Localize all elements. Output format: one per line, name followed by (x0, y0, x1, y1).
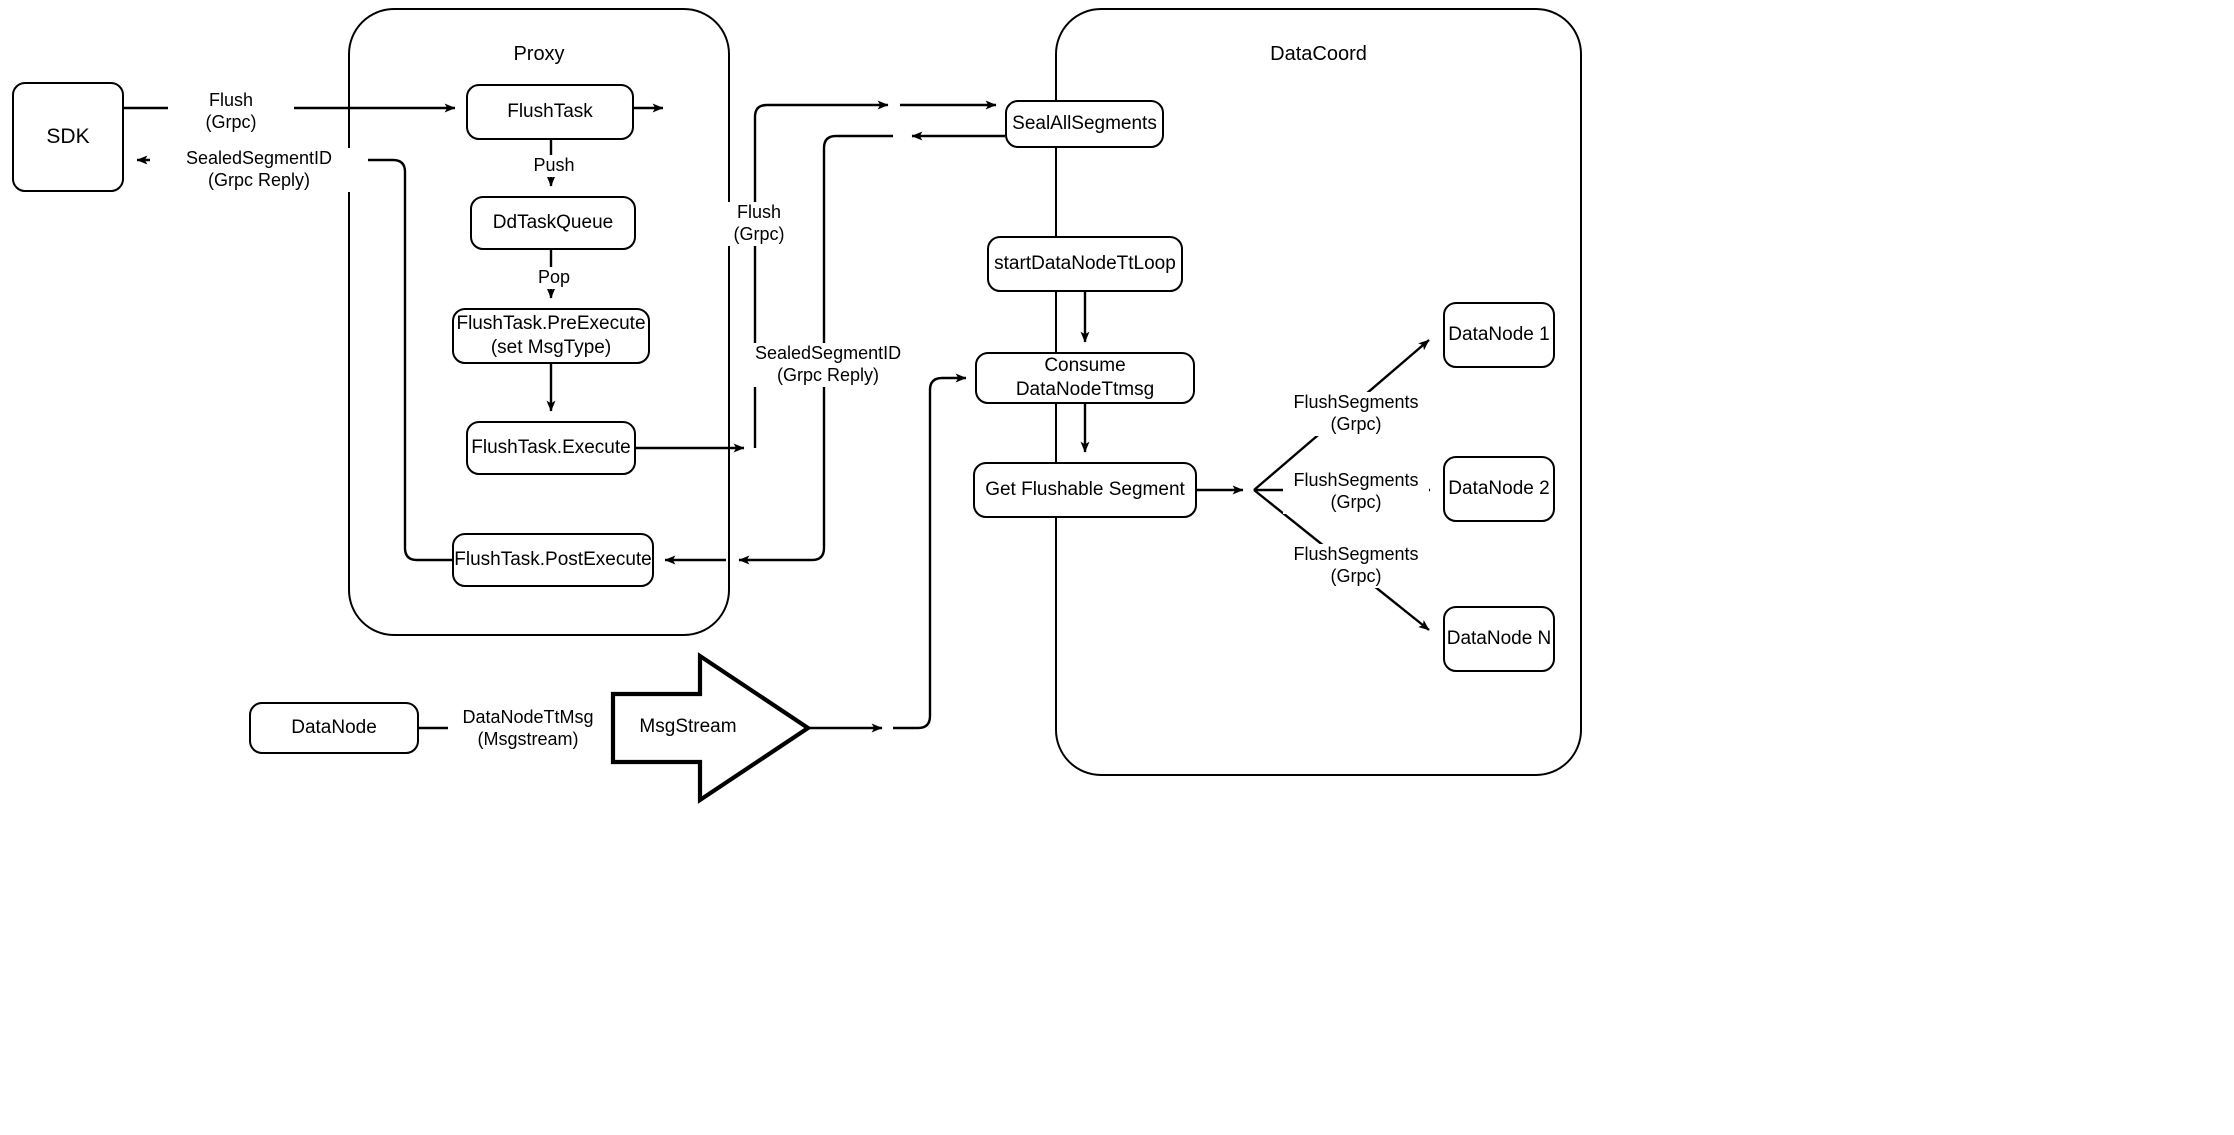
edge-label-datanodettmsg: DataNodeTtMsg (Msgstream) (448, 707, 608, 751)
edge-label-flushsegments-n: FlushSegments (Grpc) (1283, 544, 1429, 588)
node-datanode[interactable]: DataNode (249, 702, 419, 754)
node-flushtask-postexecute[interactable]: FlushTask.PostExecute (452, 533, 654, 587)
edge-label-sealedsegmentid-reply: SealedSegmentID (Grpc Reply) (150, 148, 368, 192)
node-sealallsegments[interactable]: SealAllSegments (1005, 100, 1164, 148)
container-proxy-title: Proxy (513, 43, 565, 65)
node-flushtask-execute[interactable]: FlushTask.Execute (466, 421, 636, 475)
edge-label-flushsegments-1: FlushSegments (Grpc) (1283, 392, 1429, 436)
msgstream-arrow-shape (610, 652, 812, 804)
node-consume-datanodettmsg[interactable]: Consume DataNodeTtmsg (975, 352, 1195, 404)
edge-flushgrpc-rail (753, 100, 889, 448)
node-datanode-2[interactable]: DataNode 2 (1443, 456, 1555, 522)
container-proxy (348, 8, 730, 636)
node-sdk[interactable]: SDK (12, 82, 124, 192)
node-datanode-n[interactable]: DataNode N (1443, 606, 1555, 672)
edge-postexecute-rail (349, 155, 452, 562)
node-datanode-1[interactable]: DataNode 1 (1443, 302, 1555, 368)
container-datacoord-title: DataCoord (1270, 43, 1367, 65)
edge-label-flushsegments-2: FlushSegments (Grpc) (1283, 470, 1429, 514)
node-flushtask[interactable]: FlushTask (466, 84, 634, 140)
edge-label-pop: Pop (506, 267, 602, 289)
edge-coord-consume (893, 373, 967, 730)
node-startdatanodettloop[interactable]: startDataNodeTtLoop (987, 236, 1183, 292)
node-flushtask-preexecute[interactable]: FlushTask.PreExecute (set MsgType) (452, 308, 650, 364)
edge-label-proxy-flush-grpc: Flush (Grpc) (706, 202, 812, 246)
node-msgstream-label[interactable]: MsgStream (639, 716, 737, 737)
node-get-flushable-segment[interactable]: Get Flushable Segment (973, 462, 1197, 518)
node-ddtaskqueue[interactable]: DdTaskQueue (470, 196, 636, 250)
edge-label-push: Push (506, 155, 602, 177)
edge-label-coord-sealedsegmentid-reply: SealedSegmentID (Grpc Reply) (752, 343, 904, 387)
edge-label-flush-grpc: Flush (Grpc) (168, 90, 294, 134)
